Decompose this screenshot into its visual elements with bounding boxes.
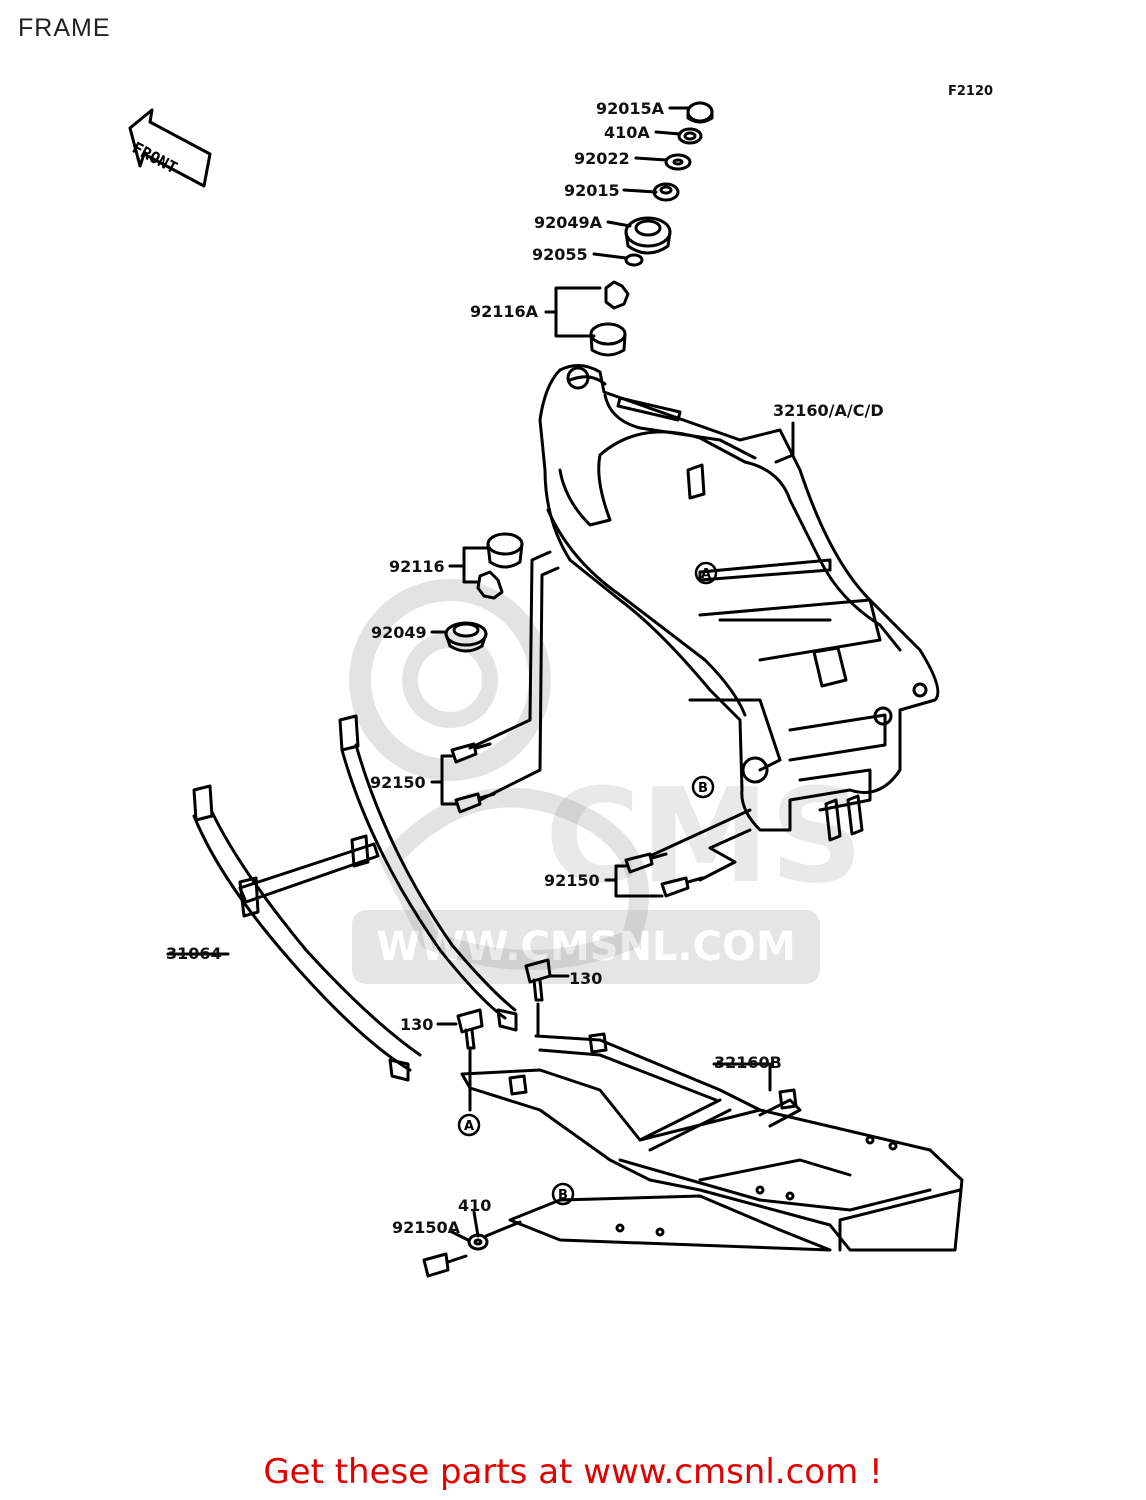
part-label-410A[interactable]: 410A xyxy=(604,123,650,142)
part-label-92150A[interactable]: 92150A xyxy=(392,1218,461,1237)
part-label-92015[interactable]: 92015 xyxy=(564,181,620,200)
part-label-410[interactable]: 410 xyxy=(458,1196,492,1215)
footer-link[interactable]: Get these parts at www.cmsnl.com ! xyxy=(263,1452,883,1492)
callout-a-subframe: A xyxy=(464,1119,474,1134)
cross-member-31064 xyxy=(192,714,518,1082)
part-label-92049A[interactable]: 92049A xyxy=(534,213,603,232)
part-label-92116[interactable]: 92116 xyxy=(389,557,445,576)
part-label-92150-left[interactable]: 92150 xyxy=(370,773,426,792)
part-label-92049[interactable]: 92049 xyxy=(371,623,427,642)
callout-b-frame: B xyxy=(698,781,708,796)
callout-a-subframe-icon xyxy=(457,1113,481,1137)
watermark-site: WWW.CMSNL.COM xyxy=(352,910,820,984)
part-label-92015A[interactable]: 92015A xyxy=(596,99,665,118)
callout-b-subframe: B xyxy=(558,1188,568,1203)
callout-a-frame: A xyxy=(701,567,711,582)
callout-b-subframe-icon xyxy=(551,1182,575,1206)
subframe-32160B xyxy=(460,1032,964,1252)
main-frame-outline xyxy=(538,364,940,842)
frame-exploded-diagram: A B A B xyxy=(128,101,964,1278)
part-label-92055[interactable]: 92055 xyxy=(532,245,588,264)
part-label-32160[interactable]: 32160/A/C/D xyxy=(773,401,884,420)
part-label-130-left[interactable]: 130 xyxy=(400,1015,434,1034)
part-label-130-right[interactable]: 130 xyxy=(569,969,603,988)
part-label-92116A[interactable]: 92116A xyxy=(470,302,539,321)
part-label-32160B[interactable]: 32160B xyxy=(714,1053,782,1072)
diagram-code: F2120 xyxy=(948,84,994,99)
callout-a-frame-icon xyxy=(694,561,718,585)
part-label-92150-right[interactable]: 92150 xyxy=(544,871,600,890)
page-title: FRAME xyxy=(18,14,111,42)
part-label-31064[interactable]: 31064 xyxy=(166,944,222,963)
watermark-brand: CMS xyxy=(545,760,864,912)
callout-b-frame-icon xyxy=(691,775,715,799)
part-label-92022[interactable]: 92022 xyxy=(574,149,630,168)
front-arrow-icon xyxy=(128,108,212,188)
